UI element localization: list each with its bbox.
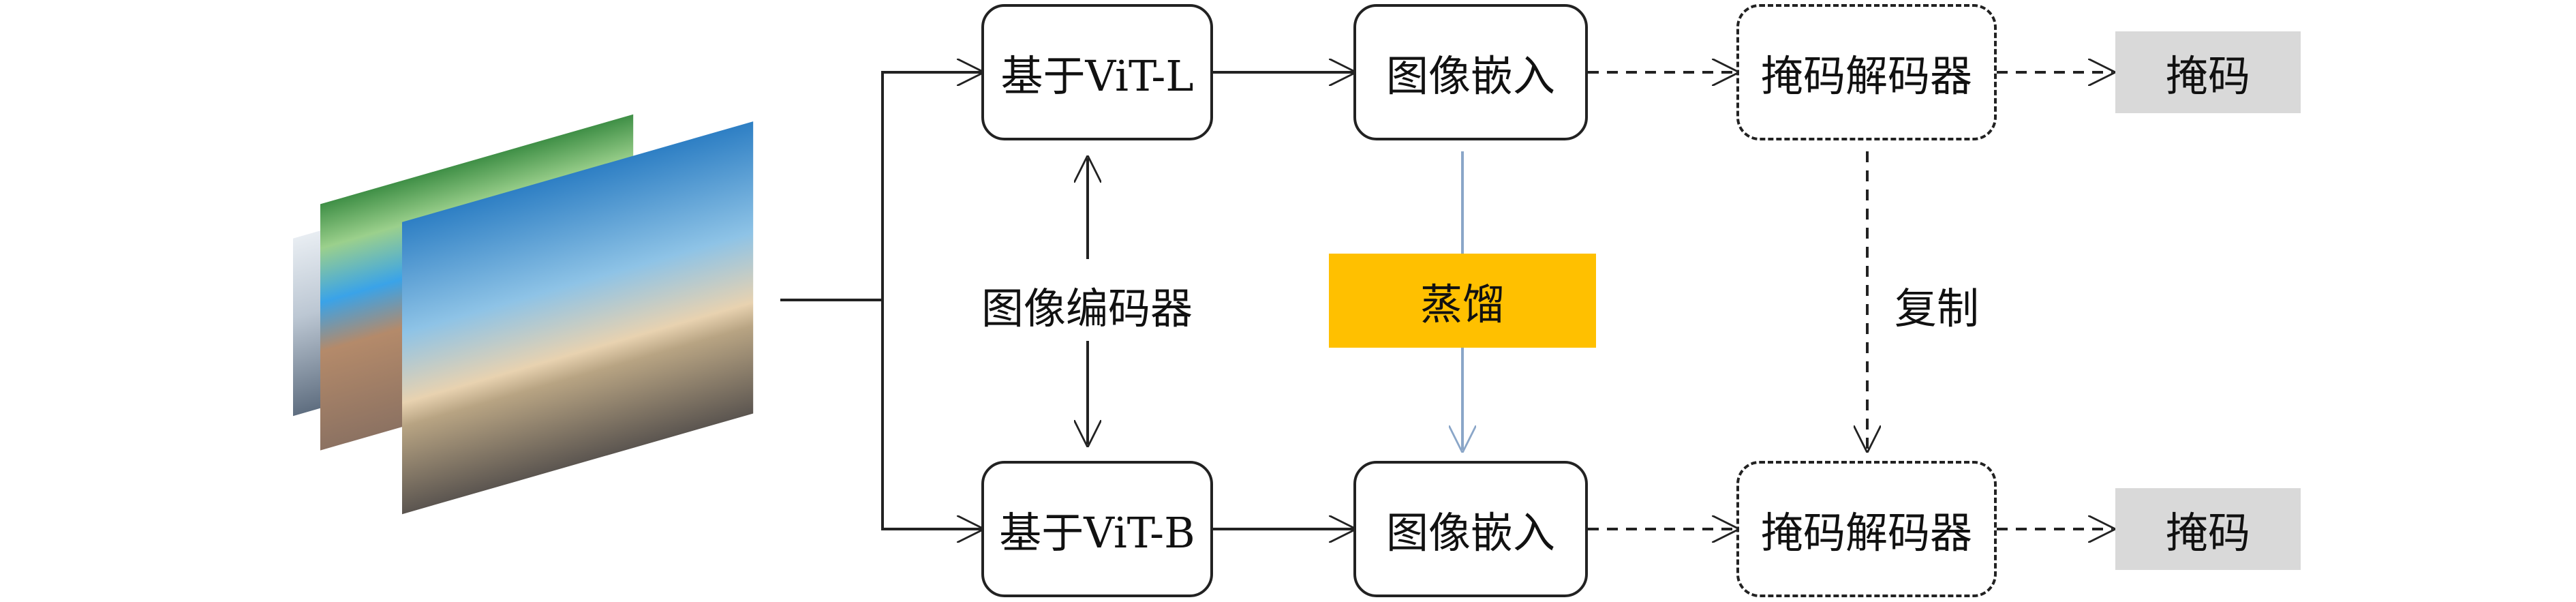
image-embedding-bottom-box: 图像嵌入 bbox=[1353, 461, 1588, 597]
vit-l-encoder-label: 基于ViT-L bbox=[1000, 51, 1194, 101]
vit-l-encoder-box: 基于ViT-L bbox=[981, 4, 1213, 140]
image-encoder-label: 图像编码器 bbox=[981, 284, 1193, 333]
mask-output-bottom-label: 掩码 bbox=[2165, 508, 2250, 558]
split-to-vit-b-arrow bbox=[881, 300, 981, 529]
distillation-box: 蒸馏 bbox=[1329, 254, 1596, 348]
image-embedding-top-box: 图像嵌入 bbox=[1353, 4, 1588, 140]
image-embedding-bottom-label: 图像嵌入 bbox=[1385, 508, 1555, 558]
vit-b-encoder-label: 基于ViT-B bbox=[999, 508, 1195, 558]
copy-label: 复制 bbox=[1895, 284, 1980, 333]
split-to-vit-l-arrow bbox=[881, 72, 981, 300]
mask-output-top-label: 掩码 bbox=[2165, 51, 2250, 101]
mask-output-bottom: 掩码 bbox=[2115, 488, 2301, 570]
image-embedding-top-label: 图像嵌入 bbox=[1385, 51, 1555, 101]
distillation-label: 蒸馏 bbox=[1420, 280, 1505, 329]
mask-decoder-top-label: 掩码解码器 bbox=[1760, 51, 1972, 101]
vit-b-encoder-box: 基于ViT-B bbox=[981, 461, 1213, 597]
mask-decoder-bottom-box: 掩码解码器 bbox=[1736, 461, 1997, 597]
mask-decoder-top-box: 掩码解码器 bbox=[1736, 4, 1997, 140]
mask-decoder-bottom-label: 掩码解码器 bbox=[1760, 508, 1972, 558]
mask-output-top: 掩码 bbox=[2115, 31, 2301, 113]
